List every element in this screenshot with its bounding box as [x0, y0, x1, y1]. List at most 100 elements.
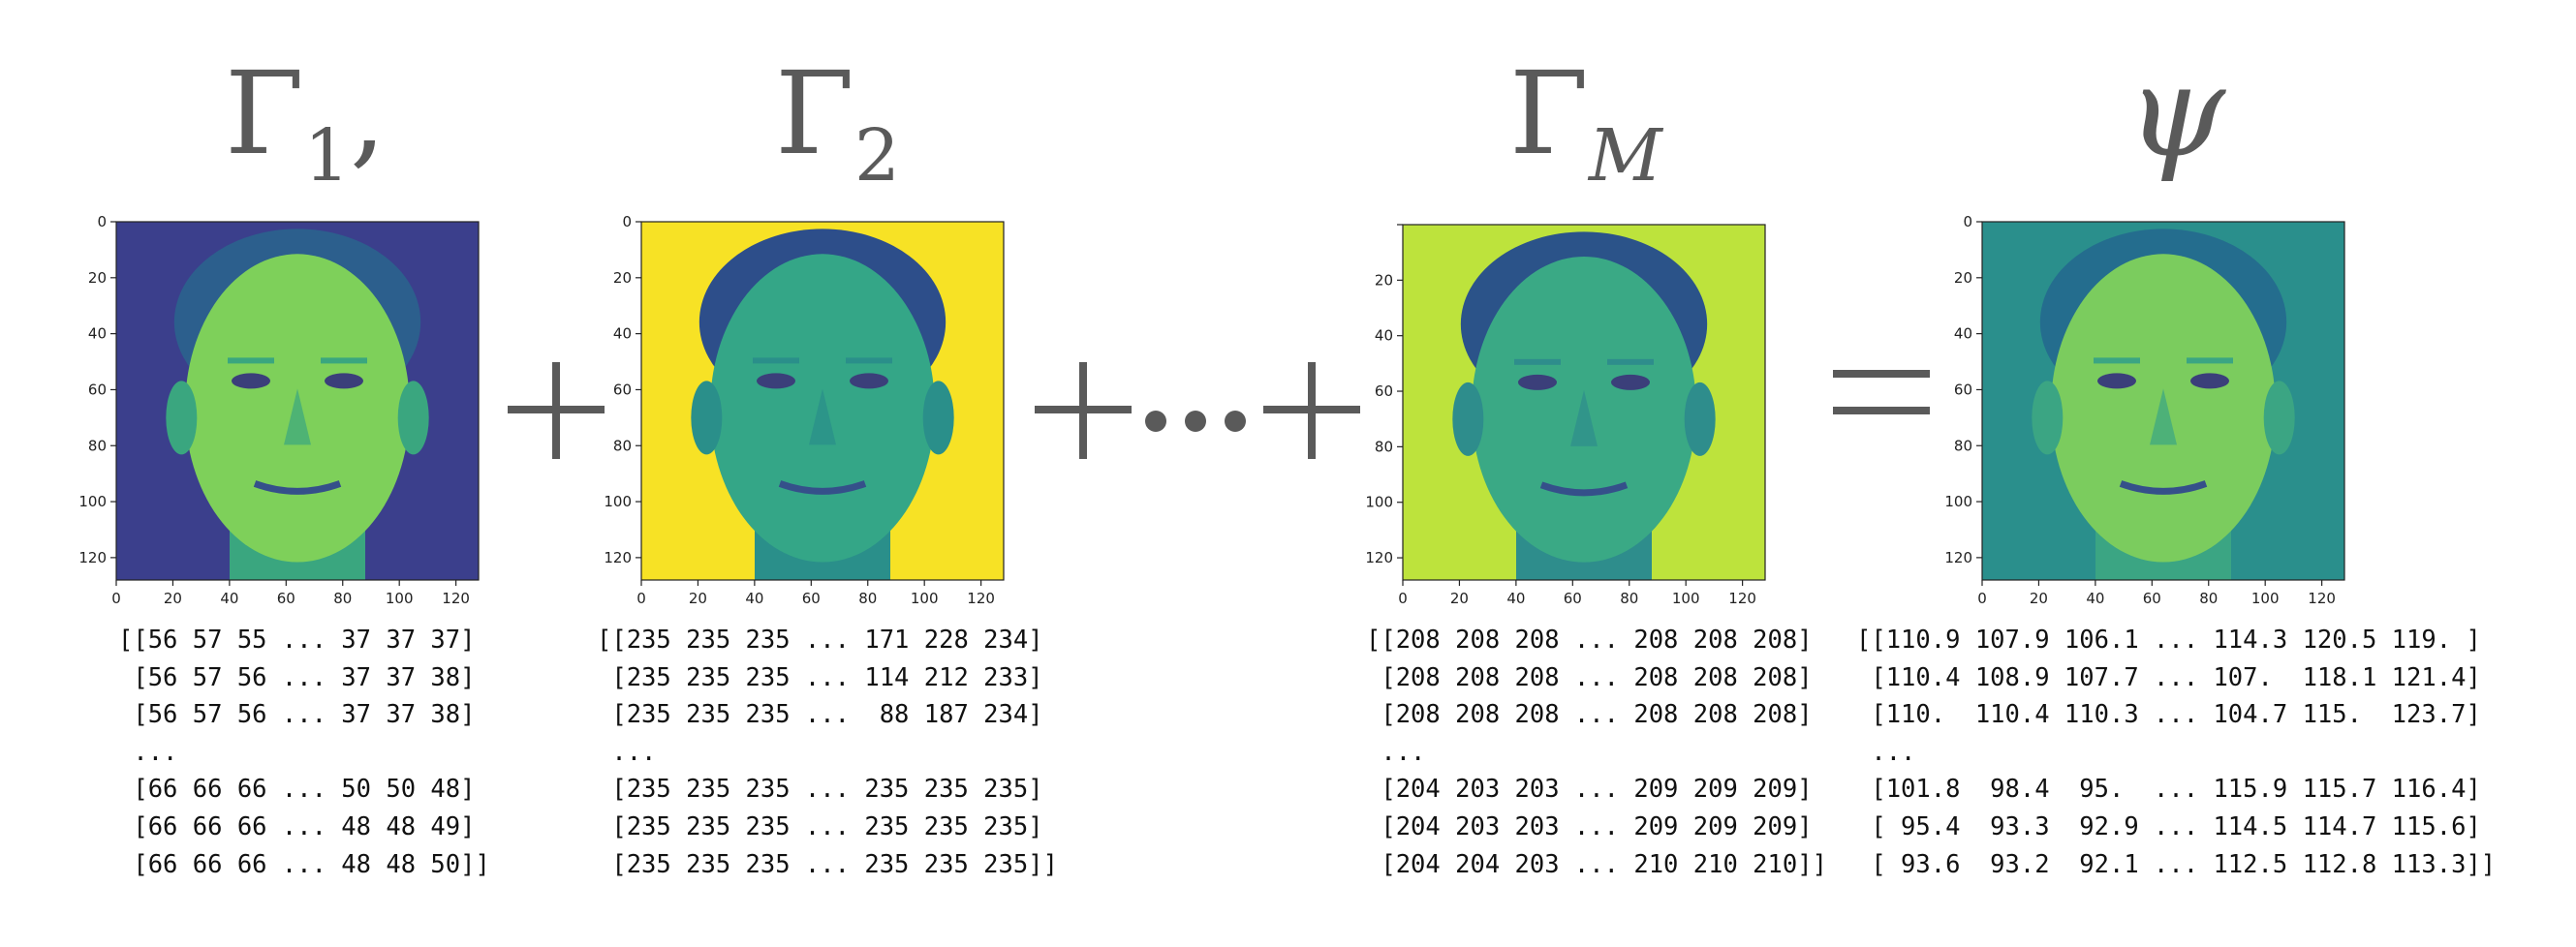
- matrix-row: [[235 235 235 ... 171 228 234]: [597, 626, 1043, 655]
- matrix-row: [[208 208 208 ... 208 208 208]: [1366, 626, 1813, 655]
- y-tick-label: 120: [1944, 549, 1972, 566]
- y-tick-label: 80: [1954, 437, 1972, 454]
- matrix-psi: [[110.9 107.9 106.1 ... 114.3 120.5 119.…: [1856, 622, 2496, 883]
- x-tick-label: 100: [386, 590, 414, 607]
- matrix-row: [235 235 235 ... 235 235 235]]: [597, 849, 1058, 879]
- y-tick-label: 120: [604, 549, 632, 566]
- matrix-row: [235 235 235 ... 235 235 235]: [597, 811, 1043, 841]
- left-brow-shape: [753, 357, 799, 364]
- matrix-row: [101.8 98.4 95. ... 115.9 115.7 116.4]: [1856, 775, 2481, 805]
- x-tick-label: 40: [745, 590, 763, 607]
- plus-sign-1: [508, 362, 605, 459]
- matrix-row: [66 66 66 ... 48 48 50]]: [118, 849, 490, 879]
- gamma-symbol: Γ: [225, 46, 304, 180]
- subscript: 1: [303, 114, 350, 198]
- equals-sign: [1833, 370, 1930, 414]
- right-ear-shape: [397, 381, 429, 455]
- y-tick-label: 0: [97, 213, 107, 230]
- gamma-symbol: Γ: [1509, 46, 1589, 180]
- right-brow-shape: [2187, 357, 2233, 364]
- mouth-shape: [253, 480, 342, 495]
- term-gamma-1: Γ1,: [225, 56, 386, 192]
- left-eye-shape: [757, 373, 795, 389]
- matrix-row: [66 66 66 ... 48 48 49]: [118, 811, 476, 841]
- subscript: 2: [853, 114, 900, 198]
- matrix-row: [66 66 66 ... 50 50 48]: [118, 775, 476, 805]
- x-tick-label: 20: [689, 590, 707, 607]
- matrix-row: [56 57 56 ... 37 37 38]: [118, 662, 476, 692]
- matrix-row: [204 203 203 ... 209 209 209]: [1366, 811, 1813, 841]
- y-tick-label: 80: [613, 437, 632, 454]
- x-tick-label: 100: [1672, 590, 1700, 607]
- mouth-shape: [2119, 480, 2208, 495]
- x-tick-label: 40: [2086, 590, 2104, 607]
- right-eye-shape: [2190, 373, 2229, 389]
- matrix-row: [ 93.6 93.2 92.1 ... 112.5 112.8 113.3]]: [1856, 849, 2497, 879]
- x-tick-label: 120: [2308, 590, 2336, 607]
- x-tick-label: 80: [2199, 590, 2218, 607]
- term-gamma-2: Γ2: [775, 56, 900, 192]
- y-tick-label: 100: [1944, 493, 1972, 510]
- psi-symbol: ψ: [2126, 38, 2225, 185]
- y-tick-label: 20: [613, 269, 632, 287]
- x-tick-label: 20: [1450, 590, 1469, 607]
- matrix-row: ...: [118, 737, 178, 767]
- matrix-row: ...: [1856, 737, 1916, 767]
- y-tick-label: 120: [1365, 549, 1393, 566]
- x-tick-label: 80: [858, 590, 877, 607]
- x-tick-label: 60: [1564, 590, 1582, 607]
- x-tick-label: 20: [2030, 590, 2048, 607]
- term-gamma-m: ΓM: [1509, 56, 1662, 192]
- matrix-row: [110. 110.4 110.3 ... 104.7 115. 123.7]: [1856, 700, 2481, 730]
- left-eye-shape: [2097, 373, 2136, 389]
- x-tick-label: 40: [220, 590, 238, 607]
- right-ear-shape: [2263, 381, 2295, 455]
- x-tick-label: 60: [802, 590, 821, 607]
- y-tick-label: 60: [1954, 381, 1972, 398]
- right-eye-shape: [1611, 374, 1650, 390]
- y-tick-label: 20: [1954, 269, 1972, 287]
- mouth-shape: [1539, 481, 1629, 497]
- nose-shape: [1570, 389, 1598, 446]
- matrix-row: [110.4 108.9 107.7 ... 107. 118.1 121.4]: [1856, 662, 2481, 692]
- plus-sign-2: [1035, 362, 1132, 459]
- x-tick-label: 0: [1398, 590, 1408, 607]
- matrix-gamma-m: [[208 208 208 ... 208 208 208] [208 208 …: [1366, 622, 1827, 883]
- y-tick-label: 80: [88, 437, 107, 454]
- term-psi: ψ: [2126, 48, 2225, 174]
- matrix-row: [235 235 235 ... 235 235 235]: [597, 775, 1043, 805]
- x-tick-label: 0: [1977, 590, 1987, 607]
- nose-shape: [809, 388, 836, 445]
- mouth-shape: [778, 480, 867, 495]
- y-tick-label: 40: [1375, 327, 1393, 345]
- right-brow-shape: [321, 357, 367, 364]
- matrix-row: [204 204 203 ... 210 210 210]]: [1366, 849, 1827, 879]
- matrix-row: [56 57 56 ... 37 37 38]: [118, 700, 476, 730]
- matrix-row: [204 203 203 ... 209 209 209]: [1366, 775, 1813, 805]
- x-tick-label: 100: [911, 590, 939, 607]
- matrix-gamma-2: [[235 235 235 ... 171 228 234] [235 235 …: [597, 622, 1058, 883]
- left-eye-shape: [1518, 374, 1557, 390]
- axes-frame: [1981, 221, 2345, 581]
- y-tick-label: 100: [604, 493, 632, 510]
- nose-shape: [2150, 388, 2177, 445]
- left-ear-shape: [166, 381, 198, 455]
- y-tick-label: 120: [78, 549, 107, 566]
- left-ear-shape: [1452, 382, 1484, 456]
- right-eye-shape: [325, 373, 363, 389]
- x-tick-label: 120: [1728, 590, 1756, 607]
- left-ear-shape: [2032, 381, 2064, 455]
- y-tick-label: 0: [622, 213, 632, 230]
- x-tick-label: 80: [333, 590, 352, 607]
- y-tick-label: 40: [88, 325, 107, 343]
- axes-frame: [640, 221, 1005, 581]
- y-tick-label: 20: [88, 269, 107, 287]
- x-tick-label: 20: [164, 590, 182, 607]
- matrix-row: [ 95.4 93.3 92.9 ... 114.5 114.7 115.6]: [1856, 811, 2481, 841]
- plus-sign-3: [1263, 362, 1360, 459]
- x-tick-label: 60: [277, 590, 295, 607]
